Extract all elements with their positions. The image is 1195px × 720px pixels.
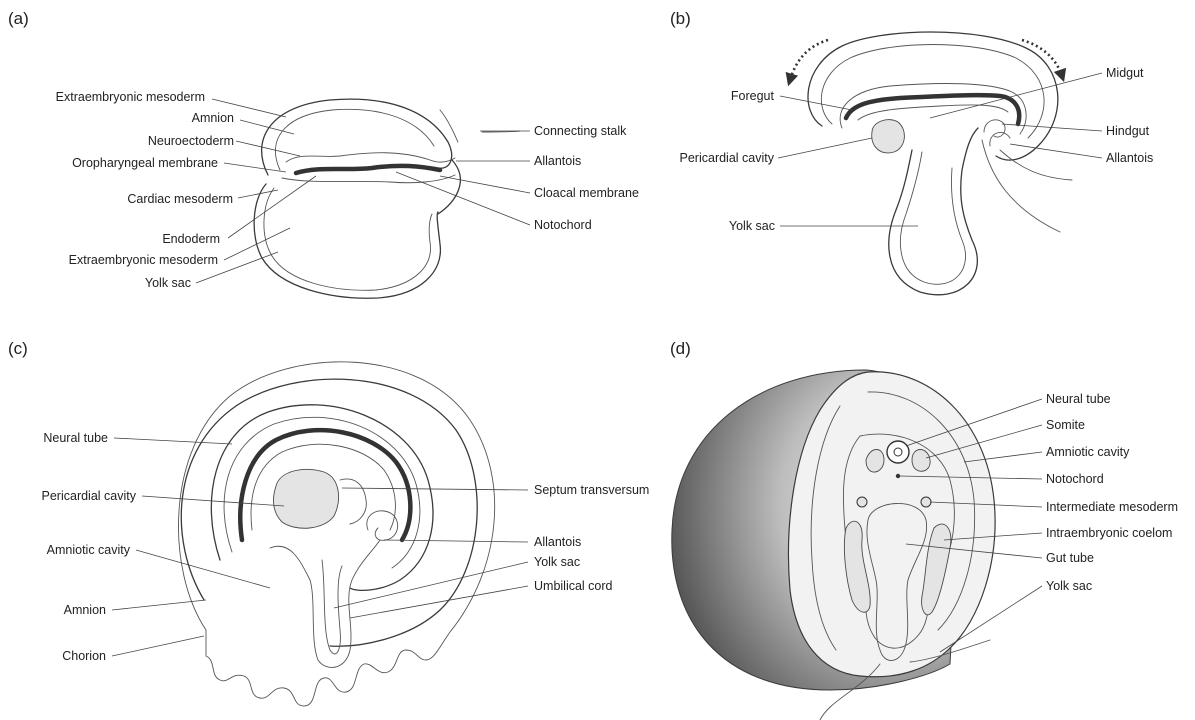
panel-d-labels: Neural tube Somite Amniotic cavity Notoc… xyxy=(1046,392,1178,593)
panel-d: (d) xyxy=(670,339,1178,720)
panel-c: (c) xyxy=(8,339,649,706)
label-chorion: Chorion xyxy=(62,649,106,663)
panel-c-drawing xyxy=(178,362,494,706)
neuroectoderm-layer xyxy=(286,153,455,162)
label-allantois-c: Allantois xyxy=(534,535,581,549)
yolk-sac-inner xyxy=(264,188,432,290)
gut-inner-b xyxy=(858,105,1008,120)
intermediate-mesoderm-left xyxy=(857,497,867,507)
label-pericardial-cavity-c: Pericardial cavity xyxy=(42,489,137,503)
panel-b: (b) xyxy=(670,9,1153,295)
label-endoderm: Endoderm xyxy=(162,232,220,246)
label-gut-tube: Gut tube xyxy=(1046,551,1094,565)
panel-a: (a) xyxy=(8,9,639,298)
label-neural-tube-d: Neural tube xyxy=(1046,392,1111,406)
amnion-inner xyxy=(275,109,434,170)
label-cardiac-mesoderm: Cardiac mesoderm xyxy=(127,192,233,206)
panel-b-labels: Foregut Pericardial cavity Yolk sac Midg… xyxy=(680,66,1154,233)
neural-tube-d xyxy=(887,441,909,463)
yolk-sac-inner-b xyxy=(900,152,965,284)
caudal-fold-arrow-icon xyxy=(1022,40,1062,76)
label-midgut: Midgut xyxy=(1106,66,1144,80)
panel-a-drawing xyxy=(254,99,520,298)
label-yolk-sac-b: Yolk sac xyxy=(729,219,775,233)
endoderm-layer xyxy=(296,166,440,173)
label-extraembryonic-mesoderm-bottom: Extraembryonic mesoderm xyxy=(69,253,218,267)
panel-d-tag: (d) xyxy=(670,339,691,358)
label-pericardial-cavity-b: Pericardial cavity xyxy=(680,151,775,165)
panel-c-labels: Neural tube Pericardial cavity Amniotic … xyxy=(42,431,650,663)
panel-d-drawing xyxy=(672,370,995,720)
label-yolk-sac-d: Yolk sac xyxy=(1046,579,1092,593)
label-neuroectoderm: Neuroectoderm xyxy=(148,134,234,148)
panel-c-tag: (c) xyxy=(8,339,28,358)
label-allantois-b: Allantois xyxy=(1106,151,1153,165)
label-intraembryonic-coelom: Intraembryonic coelom xyxy=(1046,526,1172,540)
yolk-sac-outline-b xyxy=(889,128,978,295)
label-amnion-c: Amnion xyxy=(64,603,106,617)
label-allantois: Allantois xyxy=(534,154,581,168)
pericardial-cavity-c xyxy=(274,469,339,528)
label-amniotic-cavity-c: Amniotic cavity xyxy=(47,543,131,557)
allantois-curl xyxy=(990,132,1010,146)
allantois-curl-c xyxy=(367,511,398,540)
label-oropharyngeal-membrane: Oropharyngeal membrane xyxy=(72,156,218,170)
panel-b-tag: (b) xyxy=(670,9,691,28)
connecting-stalk-left xyxy=(440,110,458,142)
label-connecting-stalk: Connecting stalk xyxy=(534,124,627,138)
panel-a-labels: Extraembryonic mesoderm Amnion Neuroecto… xyxy=(56,90,639,290)
yolk-sac-outer xyxy=(254,184,440,298)
intermediate-mesoderm-right xyxy=(921,497,931,507)
label-amniotic-cavity-d: Amniotic cavity xyxy=(1046,445,1130,459)
pericardial-cavity-b xyxy=(872,120,905,153)
label-somite: Somite xyxy=(1046,418,1085,432)
panel-a-tag: (a) xyxy=(8,9,29,28)
label-foregut: Foregut xyxy=(731,89,775,103)
connecting-stalk-b xyxy=(982,140,1060,232)
panel-a-leaders xyxy=(196,99,530,283)
label-notochord: Notochord xyxy=(534,218,592,232)
embryo-body-b xyxy=(840,84,1026,134)
label-yolk-sac-c: Yolk sac xyxy=(534,555,580,569)
connecting-stalk-b2 xyxy=(1000,150,1072,180)
label-cloacal-membrane: Cloacal membrane xyxy=(534,186,639,200)
label-notochord-d: Notochord xyxy=(1046,472,1104,486)
cross-section-face xyxy=(788,372,995,677)
label-intermediate-mesoderm: Intermediate mesoderm xyxy=(1046,500,1178,514)
label-extraembryonic-mesoderm-top: Extraembryonic mesoderm xyxy=(56,90,205,104)
label-septum-transversum: Septum transversum xyxy=(534,483,649,497)
label-yolk-sac: Yolk sac xyxy=(145,276,191,290)
gut-loop-c xyxy=(270,540,380,667)
label-hindgut: Hindgut xyxy=(1106,124,1150,138)
amnion-outline xyxy=(262,99,452,175)
notochord-d xyxy=(896,474,900,478)
panel-b-drawing xyxy=(790,32,1072,295)
label-amnion: Amnion xyxy=(192,111,234,125)
septum-c xyxy=(340,479,366,524)
label-umbilical-cord: Umbilical cord xyxy=(534,579,613,593)
somite-right xyxy=(912,450,930,472)
label-neural-tube-c: Neural tube xyxy=(43,431,108,445)
